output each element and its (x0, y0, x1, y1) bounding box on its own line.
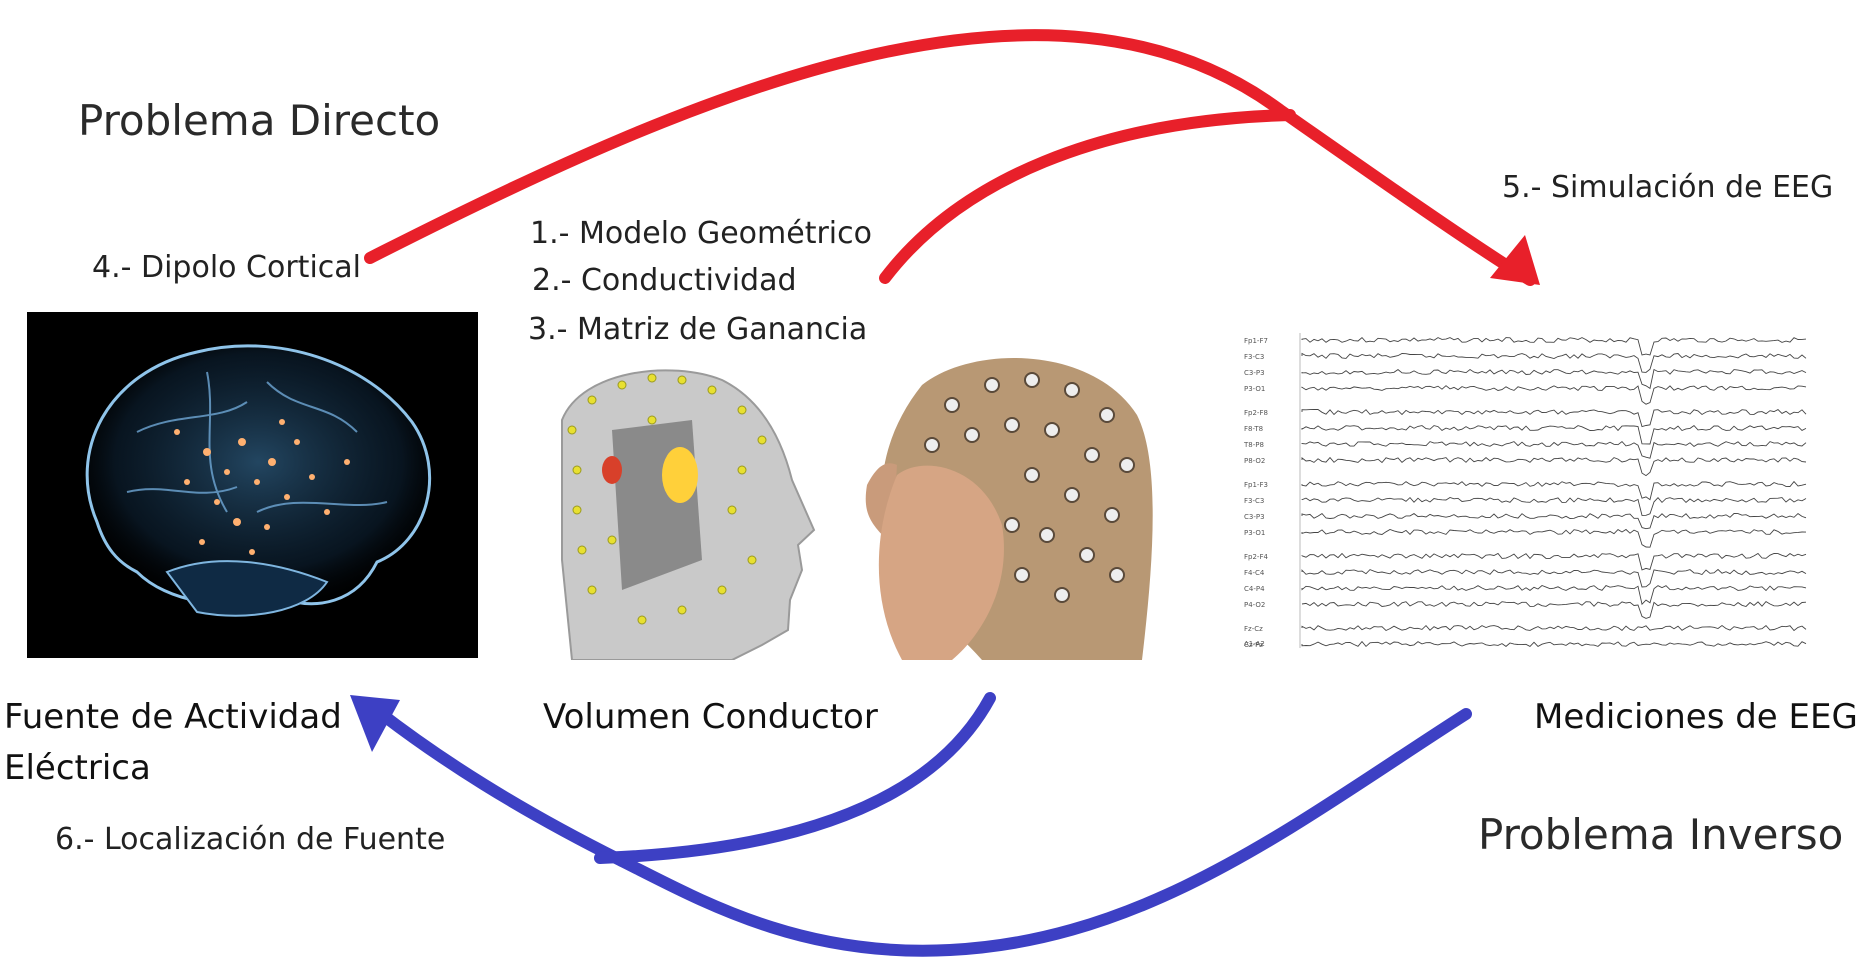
eeg-trace-line (1301, 624, 1807, 632)
inverse-arrow-branch (594, 692, 996, 864)
eeg-channel-label: C3-P3 (1244, 369, 1265, 377)
forward-title: Problema Directo (78, 96, 441, 145)
step-geometry: 1.- Modelo Geométrico (530, 216, 872, 251)
eeg-trace-line (1301, 456, 1807, 477)
head-model-image (552, 360, 840, 661)
eeg-channel-label: P3-O1 (1244, 385, 1265, 393)
eeg-channel-label: Cz-Pz (1244, 641, 1263, 649)
eeg-trace-line (1301, 352, 1807, 373)
eeg-trace-line (1301, 480, 1807, 501)
step-conductivity: 2.- Conductividad (532, 263, 797, 298)
step-gain: 3.- Matriz de Ganancia (528, 312, 868, 347)
eeg-channel-label: C3-P3 (1244, 513, 1265, 521)
inverse-arrow-main (364, 699, 1472, 957)
source-label-line2: Eléctrica (4, 748, 151, 788)
eeg-trace-line (1301, 440, 1807, 459)
inverse-title: Problema Inverso (1478, 810, 1844, 859)
eeg-trace-line (1301, 601, 1807, 619)
step-localization: 6.- Localización de Fuente (55, 822, 446, 857)
eeg-channel-label: Fp2-F4 (1244, 553, 1268, 561)
forward-arrow-branch (879, 109, 1296, 284)
eeg-trace-line (1301, 568, 1807, 588)
eeg-channel-label: F4-C4 (1244, 569, 1265, 577)
eeg-trace-line (1301, 368, 1807, 390)
eeg-channel-label: F3-C3 (1244, 497, 1264, 505)
step-simulation: 5.- Simulación de EEG (1502, 170, 1834, 205)
eeg-channel-label: T8-P8 (1243, 441, 1264, 449)
eeg-trace-line (1301, 425, 1807, 445)
eeg-channel-label: P8-O2 (1244, 457, 1265, 465)
eeg-channel-label: Fp1-F7 (1244, 337, 1268, 345)
eeg-trace-line (1301, 513, 1807, 530)
eeg-trace-line (1301, 385, 1807, 405)
brain-image (27, 312, 478, 658)
source-label-line1: Fuente de Actividad (4, 697, 342, 737)
eeg-trace-line (1301, 336, 1807, 356)
eeg-trace-line (1301, 640, 1807, 648)
forward-arrowhead (1490, 235, 1540, 285)
eeg-trace-line (1301, 409, 1807, 428)
eeg-channel-label: Fp2-F8 (1244, 409, 1268, 417)
eeg-trace-line (1301, 552, 1807, 571)
eeg-channel-label: C4-P4 (1244, 585, 1265, 593)
eeg-channel-label: Fp1-F3 (1244, 481, 1268, 489)
eeg-channel-label: Fz-Cz (1244, 625, 1263, 633)
eeg-channel-label: P4-O2 (1244, 601, 1265, 609)
inverse-arrowhead (350, 695, 400, 752)
electrode-cap-image (862, 345, 1162, 660)
measurements-label: Mediciones de EEG (1534, 697, 1858, 737)
eeg-footer-label: A1-A2 (1244, 640, 1265, 648)
step-dipole: 4.- Dipolo Cortical (92, 250, 361, 285)
eeg-channel-label: F8-T8 (1244, 425, 1263, 433)
eeg-channel-label: P3-O1 (1244, 529, 1265, 537)
eeg-trace-line (1301, 496, 1807, 516)
forward-arrow-main (364, 29, 1536, 286)
eeg-trace-line (1301, 584, 1807, 606)
eeg-channel-label: F3-C3 (1244, 353, 1264, 361)
eeg-trace-line (1301, 528, 1807, 548)
conductor-label: Volumen Conductor (543, 697, 878, 737)
